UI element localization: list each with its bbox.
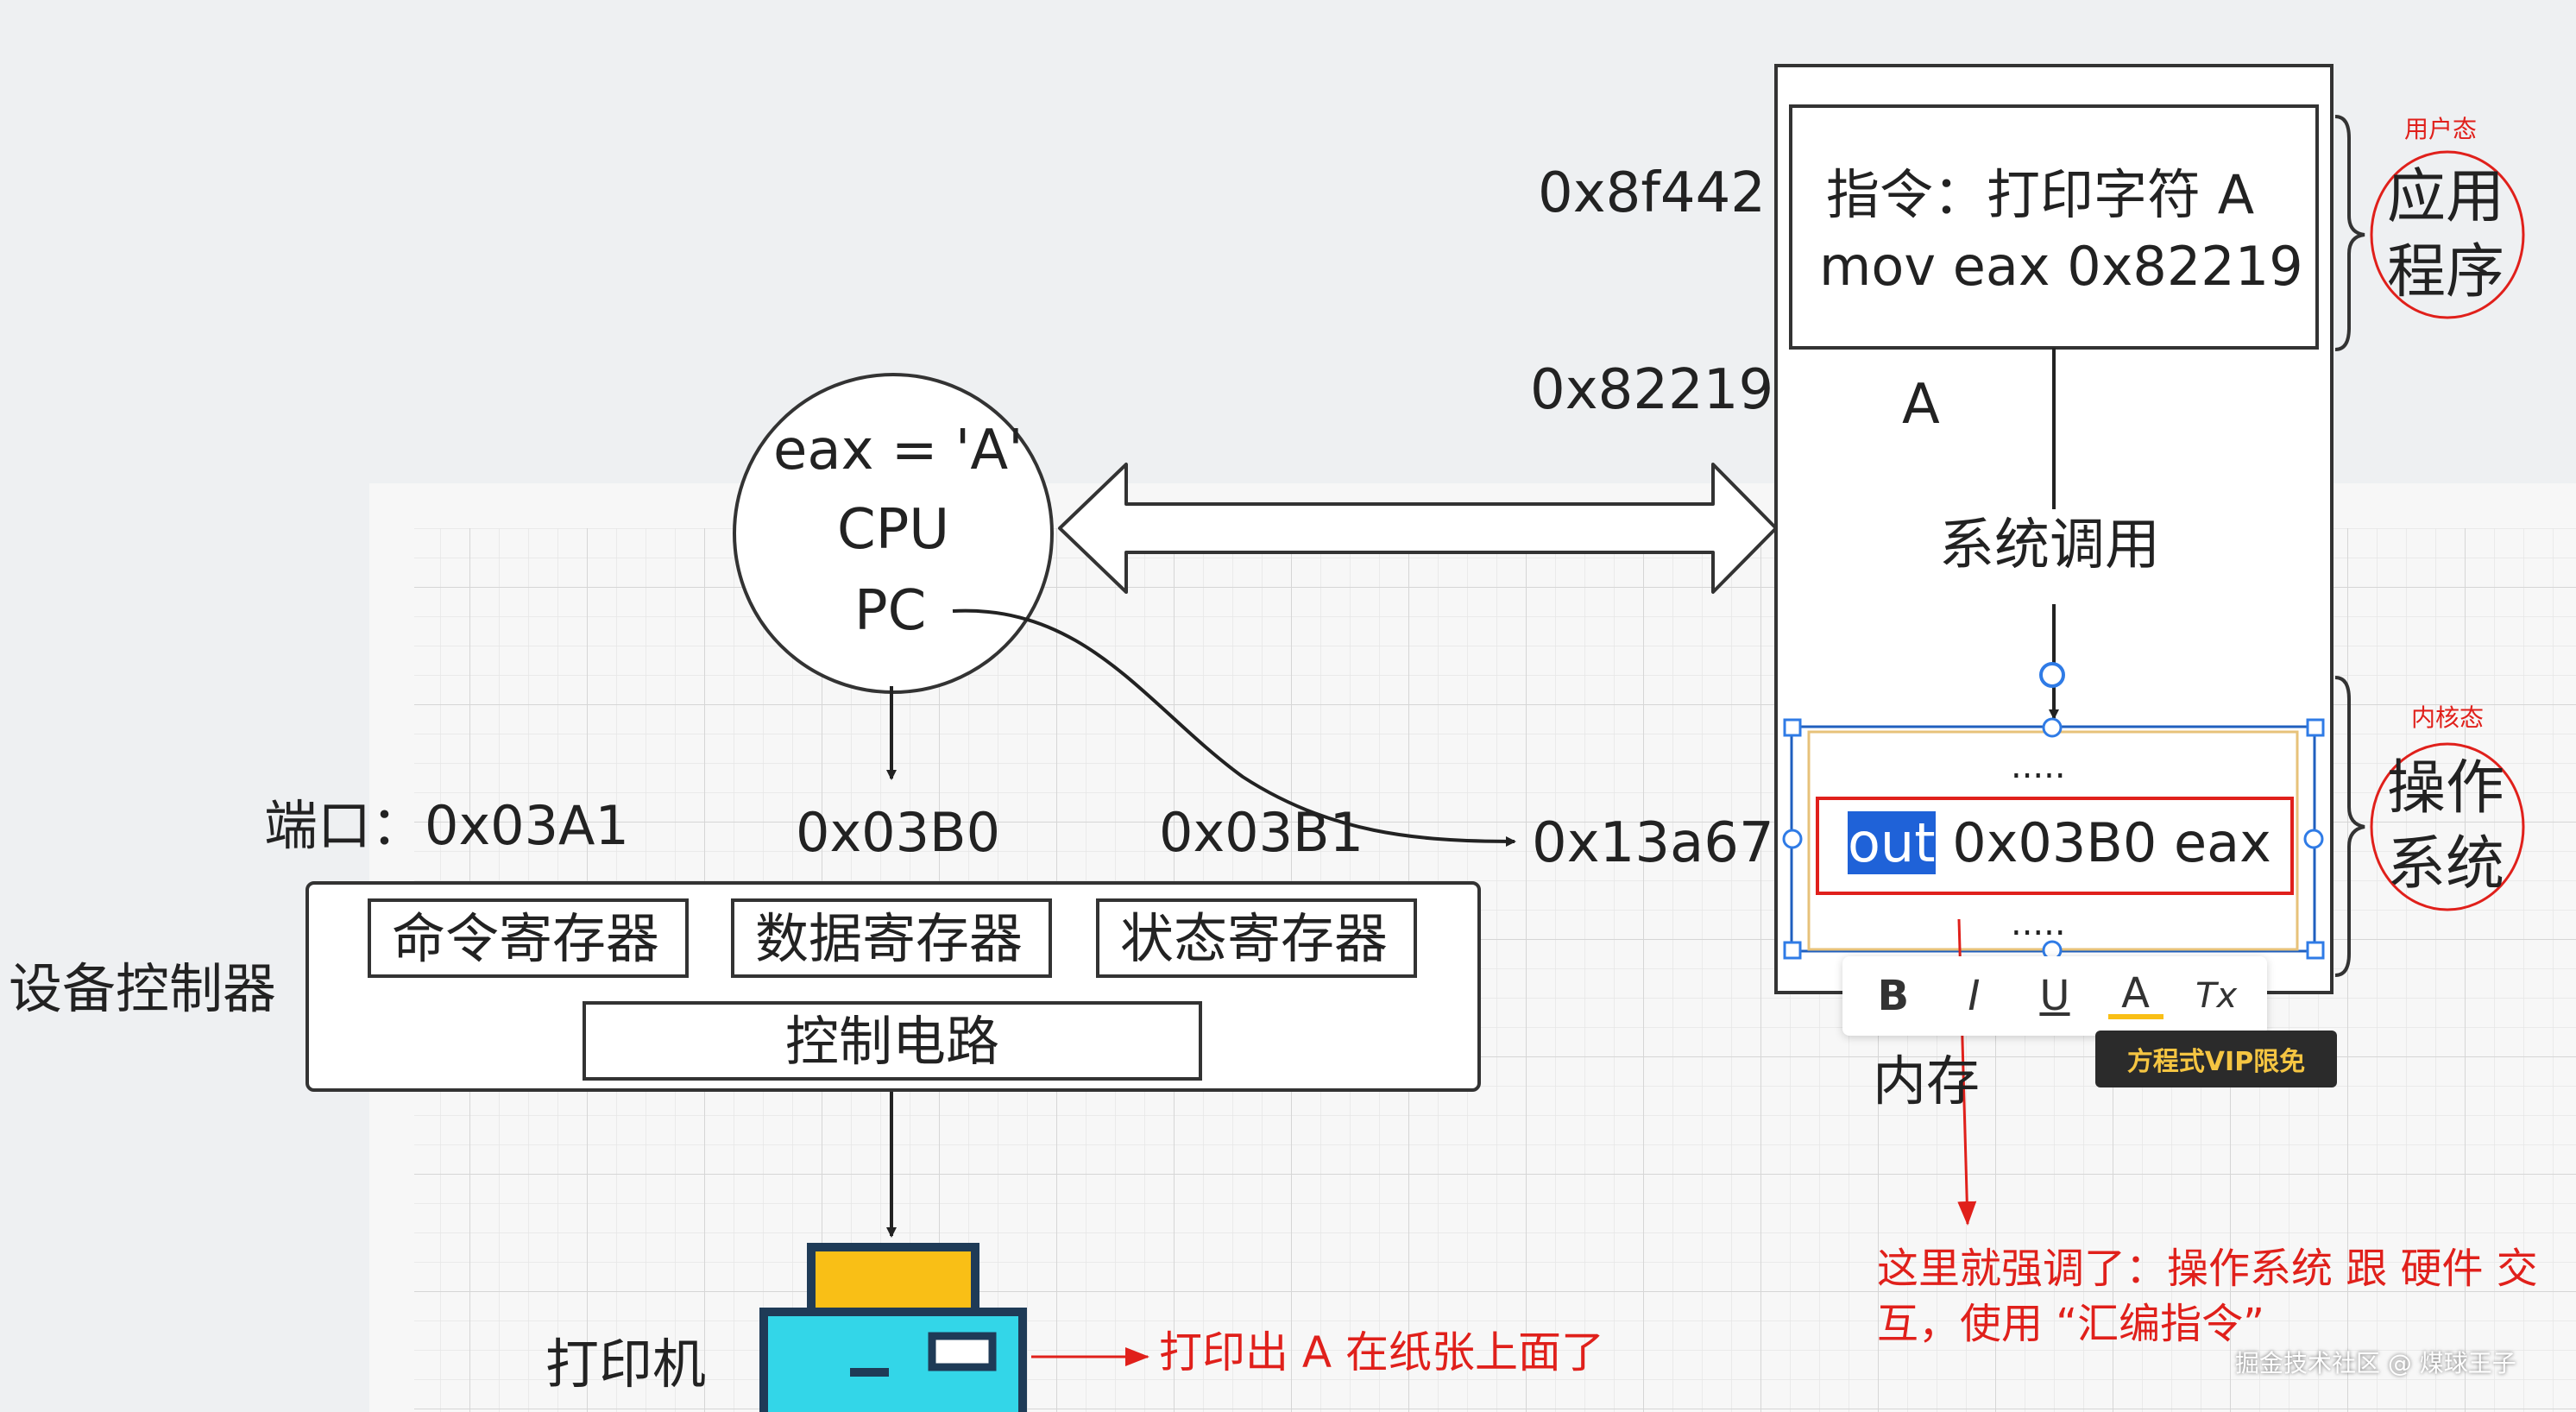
- dots-bottom: .....: [2011, 904, 2066, 943]
- cpu-label: CPU: [837, 498, 950, 562]
- annotation-line-2: 互，使用 “汇编指令”: [1877, 1300, 2264, 1348]
- selected-text[interactable]: out: [1848, 811, 1936, 874]
- resize-handle-tr: [2306, 718, 2325, 737]
- reg-data-box: [731, 898, 1052, 978]
- instruction-line-1: 指令：打印字符 A: [1826, 163, 2255, 226]
- pc-curve-arrow: [952, 608, 1516, 847]
- reg-status-label: 状态寄存器: [1120, 907, 1389, 970]
- addr-0x8f442: 0x8f442: [1538, 161, 1766, 225]
- printer-note: 打印出 A 在纸张上面了: [1159, 1327, 1604, 1377]
- app-label-2: 程序: [2387, 238, 2505, 306]
- out-operand-text[interactable]: 0x03B0 eax: [1952, 811, 2271, 874]
- watermark: 掘金技术社区 @ 煤球王子: [2235, 1349, 2516, 1377]
- dots-top: .....: [2011, 747, 2066, 786]
- out-operand[interactable]: [1936, 811, 1953, 874]
- app-label-1: 应用: [2387, 163, 2505, 231]
- resize-handle-tl: [1783, 718, 1802, 737]
- os-circle-mark: [2370, 742, 2525, 911]
- annotation-line-1: 这里就强调了：操作系统 跟 硬件 交: [1877, 1245, 2538, 1293]
- instruction-line-2: mov eax 0x82219: [1819, 235, 2303, 298]
- reg-cmd-box: [368, 898, 689, 978]
- bold-button[interactable]: B: [1877, 972, 1910, 1020]
- out-instruction[interactable]: out 0x03B0 eax: [1848, 811, 2271, 874]
- handle-right: [2303, 829, 2324, 849]
- syscall-label: 系统调用: [1936, 518, 2163, 573]
- app-circle-mark: [2370, 150, 2525, 319]
- memory-label: 内存: [1873, 1050, 1981, 1113]
- vip-badge[interactable]: 方程式VIP限免: [2095, 1031, 2337, 1087]
- addr-0x13a67: 0x13a67: [1532, 811, 1774, 875]
- italic-button[interactable]: I: [1968, 972, 1981, 1020]
- text-format-toolbar: B I U A Tx: [1842, 956, 2267, 1036]
- handle-top: [2042, 717, 2063, 738]
- circuit-label: 控制电路: [785, 1010, 1000, 1073]
- underline-button[interactable]: U: [2039, 972, 2070, 1020]
- user-mode-tag: 用户态: [2404, 115, 2478, 143]
- handle-left: [1782, 829, 1803, 849]
- reg-data-label: 数据寄存器: [755, 907, 1023, 970]
- port-0x03a1: 端口：0x03A1: [264, 794, 629, 857]
- memory-data-a: A: [1902, 373, 1940, 437]
- printer-paper: [807, 1243, 979, 1321]
- controller-label: 设备控制器: [9, 957, 277, 1020]
- kernel-mode-tag: 内核态: [2411, 703, 2485, 732]
- os-brace: [2334, 676, 2365, 977]
- reg-cmd-label: 命令寄存器: [392, 907, 660, 970]
- printer-label: 打印机: [545, 1333, 707, 1396]
- resize-handle-bl: [1783, 941, 1802, 960]
- cpu-eax: eax = 'A': [773, 419, 1023, 482]
- connection-handle: [2039, 662, 2065, 688]
- resize-handle-br: [2306, 941, 2325, 960]
- circuit-box: [583, 1001, 1202, 1081]
- port-0x03b0: 0x03B0: [796, 801, 1001, 864]
- printer-slot: [928, 1332, 997, 1371]
- font-color-button[interactable]: A: [2107, 973, 2163, 1019]
- os-label-1: 操作: [2387, 754, 2505, 823]
- clear-format-button[interactable]: Tx: [2195, 976, 2238, 1016]
- os-label-2: 系统: [2387, 830, 2505, 898]
- instruction-box: [1789, 104, 2319, 350]
- cpu-pc: PC: [854, 579, 927, 643]
- addr-0x82219: 0x82219: [1530, 358, 1774, 422]
- bus-double-arrow: [1058, 463, 1778, 594]
- port-0x03b1: 0x03B1: [1159, 801, 1364, 864]
- reg-status-box: [1096, 898, 1417, 978]
- app-brace: [2334, 115, 2365, 351]
